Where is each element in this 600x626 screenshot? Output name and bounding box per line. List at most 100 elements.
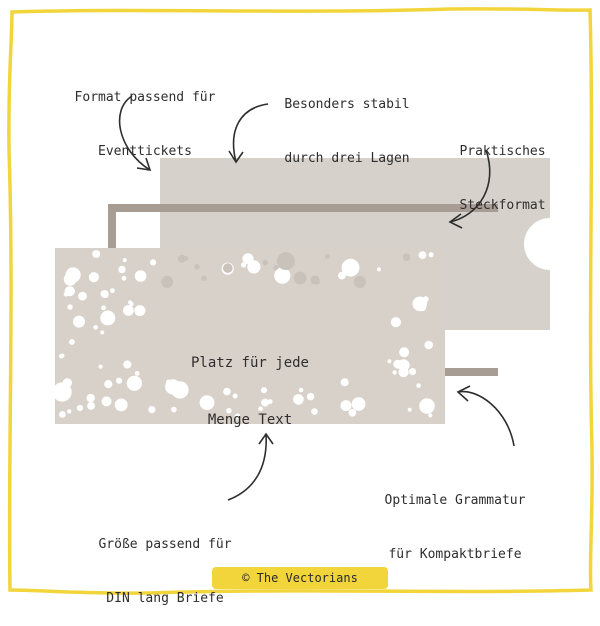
copyright-badge: © The Vectorians [212,567,388,589]
perforation-hole [177,254,186,263]
perforation-hole [103,293,109,298]
perforation-hole [126,375,142,391]
perforation-hole [98,364,103,369]
perforation-hole [161,275,174,288]
perforation-hole [199,395,215,410]
perforation-hole [311,408,318,415]
arrow-format-event [118,95,151,171]
perforation-hole [419,398,435,414]
perforation-hole [165,379,181,395]
illustration-canvas [7,7,594,595]
perforation-hole [223,263,233,273]
arrow-three-layers [232,103,269,163]
arrow-three-layers-head [228,150,244,164]
perforation-hole [276,252,295,271]
perforation-hole [260,387,268,394]
perforation-hole [348,409,357,417]
perforation-hole [101,305,106,311]
label-format-event-line2: Eventtickets [98,144,192,159]
perforation-hole [418,251,427,259]
perforation-hole [134,270,147,282]
card-text-line2: Menge Text [207,412,293,428]
perforation-hole [121,275,127,281]
perforation-hole [104,380,113,389]
arrow-grammatur [457,390,515,447]
perforation-hole [92,250,101,258]
arrow-steckformat-head [448,213,463,229]
label-three-layers: Besonders stabil durch drei Lagen [252,60,442,186]
arrow-grammatur-head [456,385,471,402]
label-steckformat-line1: Praktisches [459,144,546,159]
perforation-hole [86,393,95,403]
label-steckformat-line2: Steckformat [459,198,546,213]
perforation-hole [89,275,95,280]
perforation-hole [118,265,126,274]
perforation-hole [76,404,83,412]
label-din-lang-line1: Größe passend für [98,537,232,552]
perforation-hole [402,253,411,261]
perforation-hole [148,406,156,414]
label-three-layers-line1: Besonders stabil [284,97,410,112]
perforation-hole [240,262,247,268]
perforation-hole [234,413,241,420]
perforation-hole [101,396,112,407]
perforation-hole [67,304,73,310]
perforation-hole [258,406,263,412]
perforation-hole [293,394,304,405]
perforation-hole [341,258,360,277]
perforation-hole [201,275,207,282]
middle-card-frame [108,204,498,252]
perforation-hole [128,300,133,305]
perforation-hole [134,371,140,376]
yellow-frame [7,7,594,595]
perforation-hole [247,260,261,274]
perforation-hole [267,399,273,404]
arrow-format-event-head [136,157,152,171]
perforation-hole [416,383,421,388]
perforation-hole [293,271,307,285]
arrow-din-lang [227,433,267,501]
front-card [52,248,445,424]
perforation-hole [123,360,132,369]
perforation-hole [393,359,403,369]
label-format-event-line1: Format passend für [74,90,216,105]
perforation-hole [351,397,366,411]
perforation-hole [73,315,85,328]
perforation-hole [87,402,95,410]
perforation-hole [273,265,279,271]
arrow-din-lang-head [258,432,274,445]
perforation-hole [399,347,410,358]
perforation-hole [171,406,177,413]
perforation-hole [424,340,434,350]
perforation-hole [338,271,346,280]
perforation-hole [62,378,72,388]
perforation-hole [376,267,381,272]
perforation-hole [122,305,134,316]
label-grammatur-line2: für Kompaktbriefe [388,547,522,562]
perforation-hole [100,330,105,335]
perforation-hole [298,387,304,393]
arrow-steckformat [449,149,491,223]
perforation-hole [232,393,238,399]
perforation-hole [78,291,87,301]
perforation-hole [116,377,123,384]
perforation-hole [387,359,392,364]
label-din-lang-line2: DIN lang Briefe [106,591,224,606]
perforation-hole [67,409,72,414]
perforation-hole [122,258,127,263]
perforation-hole [313,278,320,285]
perforation-hole [150,259,157,266]
perforation-hole [390,317,401,328]
perforation-hole [60,353,65,358]
perforation-hole [114,398,128,412]
label-din-lang: Größe passend für DIN lang Briefe [70,500,260,626]
perforation-hole [59,411,66,418]
bubble-pattern [52,250,435,420]
perforation-hole [428,413,433,418]
label-grammatur: Optimale Grammatur für Kompaktbriefe [355,456,555,582]
perforation-hole [262,259,268,266]
perforation-hole [261,398,270,407]
perforation-hole [407,407,412,412]
card-text: Platz für jede Menge Text [160,316,340,449]
middle-card-bottom-strip [424,368,498,376]
